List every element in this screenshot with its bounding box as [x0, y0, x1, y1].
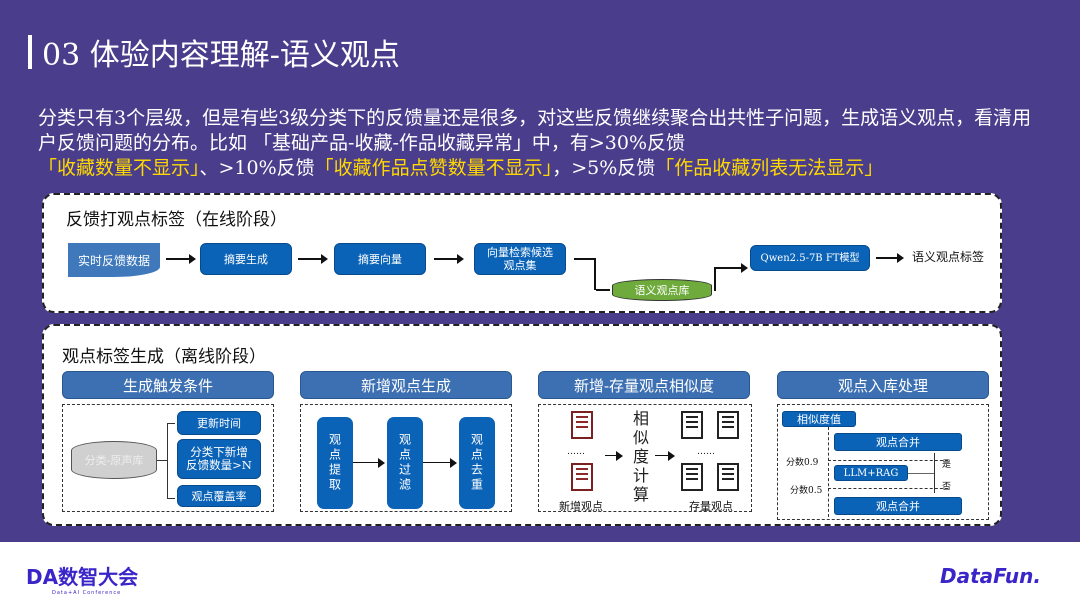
arrow [166, 254, 196, 264]
generate-area: 观点提取 观点过滤 观点去重 [300, 404, 512, 512]
similarity-calc: 相似度计算 [633, 409, 650, 504]
old-doc-icon [681, 463, 703, 491]
arrow [605, 451, 623, 461]
datafun-logo: DataFun. [940, 564, 1041, 588]
conference-logo-text: DA数智大会 [26, 565, 139, 589]
output-label: 语义观点标签 [912, 250, 985, 264]
no-label: 否 [942, 482, 952, 492]
feedback-db: 分类-原声库 [71, 441, 157, 479]
yes-label: 是 [942, 460, 952, 470]
arrow [655, 451, 675, 461]
step-vector: 摘要向量 [334, 243, 426, 275]
merge-bottom: 观点合并 [834, 497, 962, 515]
title-text: 03 体验内容理解-语义观点 [42, 38, 400, 73]
connector [828, 427, 829, 517]
connector [157, 460, 167, 461]
conference-subtitle: Data+AI Conference [52, 590, 122, 596]
intro-p1: 分类只有3个层级，但是有些3级分类下的反馈量还是很多，对这些反馈继续聚合出共性子… [38, 107, 1032, 154]
model-box: Qwen2.5-7B FT模型 [750, 245, 870, 271]
online-panel: 反馈打观点标签（在线阶段） 实时反馈数据 摘要生成 摘要向量 向量检索候选 观点… [42, 193, 1002, 313]
storage-area: 相似度值 观点合并 分数0.9 LLM+RAG 是 否 分数0.5 观点合并 [777, 404, 989, 520]
existing-opinion-label: 存量观点 [689, 500, 733, 513]
threshold-line [828, 460, 948, 461]
conference-logo: DA数智大会 Data+AI Conference [26, 561, 138, 596]
merge-top: 观点合并 [834, 433, 962, 451]
llm-rag: LLM+RAG [834, 465, 908, 481]
dots: …… [567, 447, 585, 457]
score-low: 分数0.5 [790, 486, 823, 496]
arrow [434, 254, 464, 264]
slide: 03 体验内容理解-语义观点 分类只有3个层级，但是有些3级分类下的反馈量还是很… [0, 0, 1080, 542]
connector [596, 289, 610, 291]
header-generate: 新增观点生成 [300, 371, 512, 399]
step-extract: 观点提取 [317, 417, 353, 509]
yes-no-arrow [934, 453, 935, 493]
connector [574, 258, 596, 290]
new-doc-icon [571, 463, 593, 491]
offline-panel: 观点标签生成（离线阶段） 生成触发条件 新增观点生成 新增-存量观点相似度 观点… [42, 324, 1002, 526]
step-dedupe: 观点去重 [459, 417, 495, 509]
header-similarity: 新增-存量观点相似度 [538, 371, 750, 399]
trigger-area: 分类-原声库 更新时间 分类下新增 反馈数量>N 观点覆盖率 [62, 404, 274, 512]
similarity-value: 相似度值 [782, 411, 856, 427]
intro-p2: 、>10%反馈 [199, 157, 315, 179]
online-title: 反馈打观点标签（在线阶段） [66, 210, 287, 230]
old-doc-icon [681, 411, 703, 439]
trigger-new-feedback: 分类下新增 反馈数量>N [177, 439, 261, 479]
connector [908, 473, 934, 474]
dots: …… [697, 447, 715, 457]
connector [167, 423, 175, 499]
connector [714, 267, 730, 291]
slide-title: 03 体验内容理解-语义观点 [28, 30, 400, 74]
new-doc-icon [571, 411, 593, 439]
intro-text: 分类只有3个层级，但是有些3级分类下的反馈量还是很多，对这些反馈继续聚合出共性子… [38, 106, 1048, 181]
arrow [298, 254, 328, 264]
highlight-1: 「收藏数量不显示」 [38, 157, 200, 179]
threshold-line [828, 488, 948, 489]
similarity-area: …… 新增观点 相似度计算 …… 存量观点 [538, 404, 752, 513]
old-doc-icon [717, 411, 739, 439]
highlight-3: 「作品收藏列表无法显示」 [655, 157, 884, 179]
source-data: 实时反馈数据 [68, 243, 160, 277]
trigger-coverage: 观点覆盖率 [177, 485, 261, 507]
intro-p3: ，>5%反馈 [552, 157, 656, 179]
arrow [730, 263, 748, 273]
opinion-db: 语义观点库 [612, 279, 712, 301]
step-summary: 摘要生成 [200, 243, 292, 275]
new-opinion-label: 新增观点 [559, 500, 603, 513]
step-filter: 观点过滤 [387, 417, 423, 509]
offline-title: 观点标签生成（离线阶段） [62, 347, 266, 367]
header-trigger: 生成触发条件 [62, 371, 274, 399]
step-retrieval: 向量检索候选 观点集 [474, 243, 566, 275]
arrow [353, 458, 385, 468]
header-storage: 观点入库处理 [777, 371, 989, 399]
highlight-2: 「收藏作品点赞数量不显示」 [314, 157, 553, 179]
trigger-update-time: 更新时间 [177, 411, 261, 435]
arrow [876, 253, 904, 263]
score-high: 分数0.9 [786, 458, 819, 468]
arrow [423, 458, 457, 468]
old-doc-icon [717, 463, 739, 491]
